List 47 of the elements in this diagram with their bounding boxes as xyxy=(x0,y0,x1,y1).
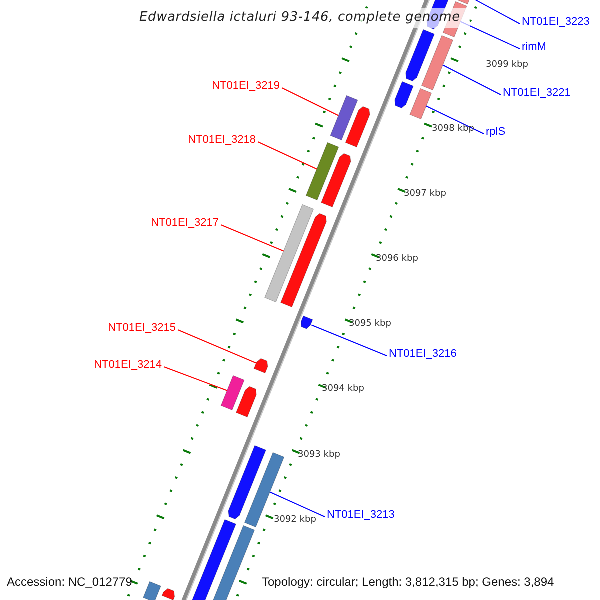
gene-bar xyxy=(306,142,340,201)
gene-label: NT01EI_3218 xyxy=(188,134,256,147)
accession-text: Accession: NC_012779 xyxy=(7,574,132,590)
gene-bar xyxy=(254,358,268,374)
leader-line xyxy=(220,224,284,252)
gene-bar xyxy=(162,588,176,600)
gene-bar xyxy=(394,81,414,109)
leader-line xyxy=(442,64,502,96)
gene-bar xyxy=(406,29,435,82)
gene-label: rimM xyxy=(522,41,546,54)
gene-label: NT01EI_3216 xyxy=(389,348,457,361)
scale-label: 3093 kbp xyxy=(298,450,340,461)
leader-line xyxy=(311,324,388,356)
scale-label: 3099 kbp xyxy=(486,60,528,71)
leader-line xyxy=(258,142,318,170)
scale-label: 3096 kbp xyxy=(376,254,418,265)
gene-bar xyxy=(143,581,162,600)
gene-bar xyxy=(421,35,454,91)
gene-bar xyxy=(330,95,358,141)
leader-line xyxy=(178,330,257,364)
scale-label: 3097 kbp xyxy=(404,189,446,200)
leader-line xyxy=(282,88,340,116)
gene-label: rplS xyxy=(486,126,506,139)
gene-bar xyxy=(280,213,327,308)
scale-label: 3095 kbp xyxy=(349,319,392,330)
scale-label: 3092 kbp xyxy=(274,515,316,526)
scale-label: 3094 kbp xyxy=(322,384,364,395)
gene-label: NT01EI_3217 xyxy=(151,217,219,230)
gene-bar xyxy=(321,153,352,208)
gene-label: NT01EI_3223 xyxy=(522,16,590,29)
gene-bar xyxy=(228,445,267,520)
gene-label: NT01EI_3219 xyxy=(212,80,280,93)
leader-line xyxy=(426,106,484,134)
gene-label: NT01EI_3221 xyxy=(503,87,571,100)
genome-info-text: Topology: circular; Length: 3,812,315 bp; Genes: 3,894 xyxy=(262,574,554,590)
gene-bar xyxy=(301,316,314,330)
gene-bar xyxy=(220,375,245,411)
gene-label: NT01EI_3215 xyxy=(108,322,176,335)
gene-label: NT01EI_3213 xyxy=(327,509,395,522)
gene-bar xyxy=(264,204,314,303)
gene-bar xyxy=(190,519,237,600)
gene-bar xyxy=(345,106,370,148)
leader-line xyxy=(164,366,228,392)
gene-bar xyxy=(236,386,257,418)
scale-label: 3098 kbp xyxy=(432,124,474,135)
gene-label: NT01EI_3214 xyxy=(94,359,162,372)
gene-bar xyxy=(410,88,432,120)
